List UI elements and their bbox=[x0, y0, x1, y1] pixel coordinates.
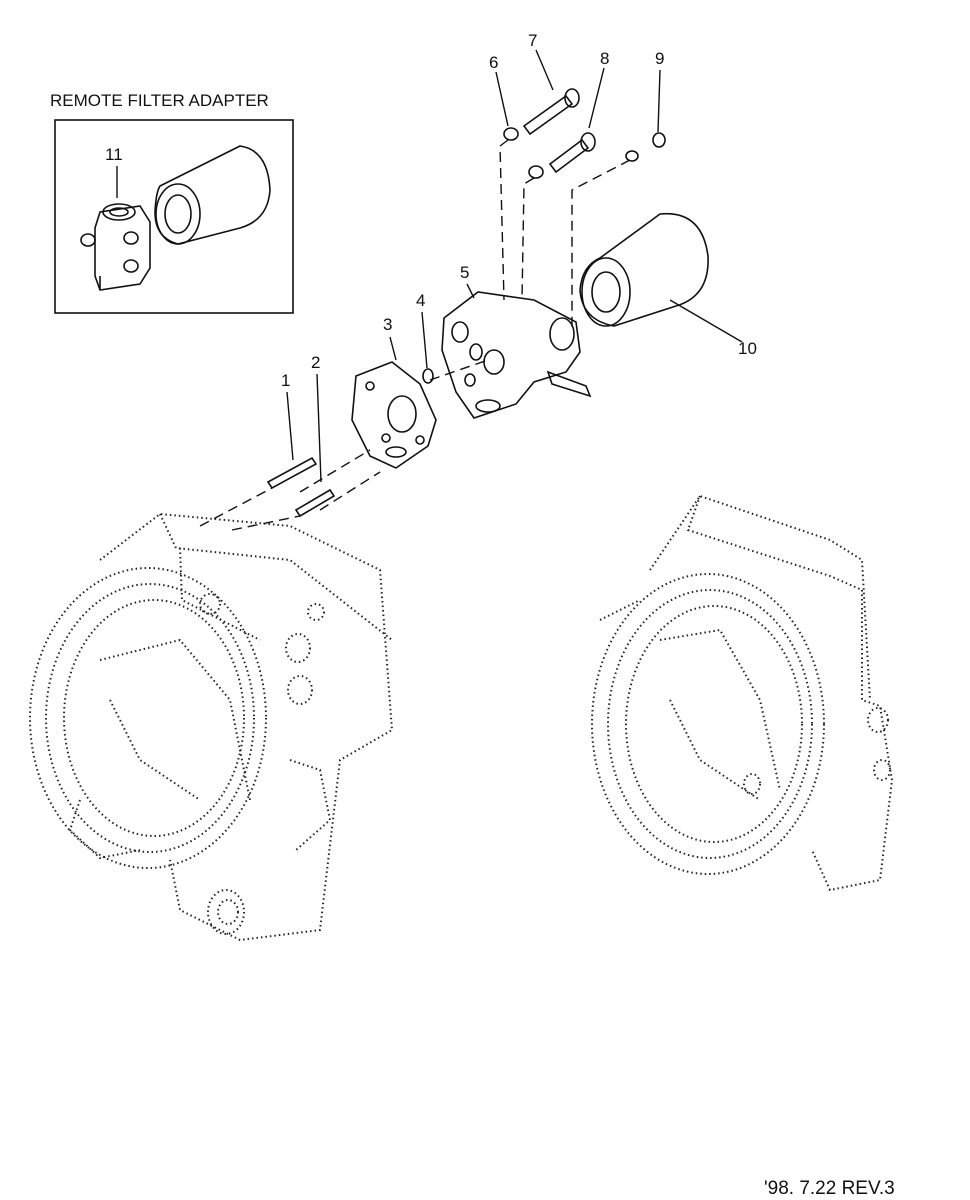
callout-3: 3 bbox=[383, 315, 392, 334]
callout-4: 4 bbox=[416, 291, 425, 310]
gasket-3 bbox=[351, 361, 437, 469]
callout-labels: 1 2 3 4 5 6 7 8 9 10 bbox=[281, 31, 757, 390]
dowel-pin-2 bbox=[294, 488, 336, 518]
filter-head-5 bbox=[441, 291, 592, 419]
callout-10: 10 bbox=[738, 339, 757, 358]
callout-8: 8 bbox=[600, 49, 609, 68]
callout-9: 9 bbox=[655, 49, 664, 68]
assembly-lines bbox=[199, 139, 631, 531]
bolt-8 bbox=[528, 132, 596, 179]
plug-9 bbox=[625, 132, 666, 162]
remote-adapter-part bbox=[80, 203, 151, 291]
gear-housing-left bbox=[29, 512, 394, 942]
inset-frame bbox=[54, 119, 294, 314]
callout-6: 6 bbox=[489, 53, 498, 72]
leader-lines bbox=[286, 49, 743, 483]
callout-7: 7 bbox=[528, 31, 537, 50]
remote-filter-adapter-inset: REMOTE FILTER ADAPTER 11 bbox=[50, 91, 294, 314]
callout-11: 11 bbox=[105, 145, 123, 164]
bolt-7 bbox=[522, 88, 580, 136]
inset-title: REMOTE FILTER ADAPTER bbox=[50, 91, 269, 110]
o-ring-4 bbox=[422, 368, 434, 384]
dowel-pin-1 bbox=[266, 456, 318, 490]
revision-stamp: '98. 7.22 REV.3 bbox=[764, 1178, 895, 1199]
oil-filter-10 bbox=[579, 212, 709, 327]
callout-5: 5 bbox=[460, 263, 469, 282]
gear-housing-right bbox=[591, 494, 894, 892]
callout-1: 1 bbox=[281, 371, 290, 390]
washer-6 bbox=[503, 127, 519, 141]
callout-2: 2 bbox=[311, 353, 320, 372]
remote-filter-canister bbox=[154, 145, 271, 245]
